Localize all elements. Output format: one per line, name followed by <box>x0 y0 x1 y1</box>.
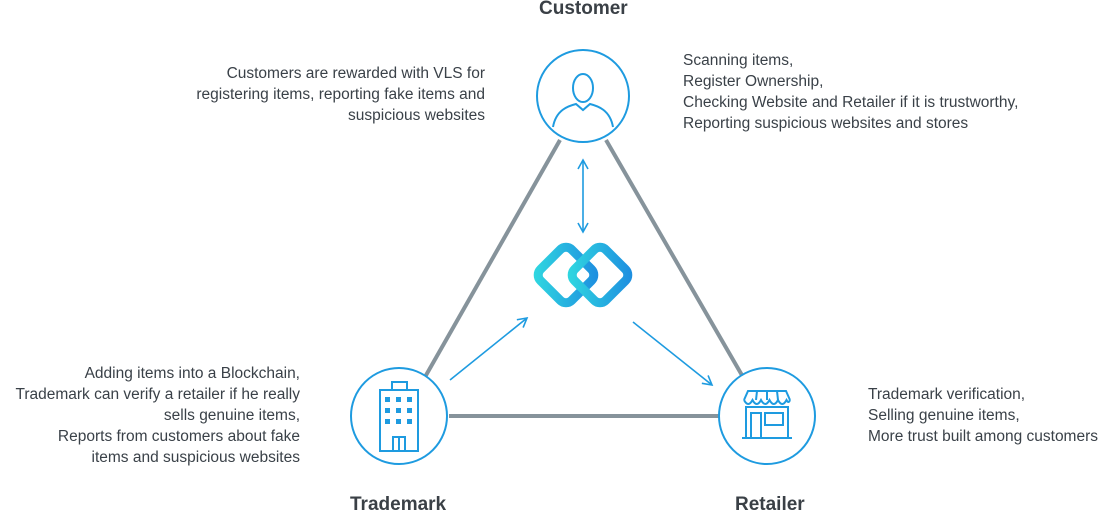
retailer-title: Retailer <box>735 494 805 515</box>
trademark-title: Trademark <box>350 494 447 515</box>
customer-action-line: Checking Website and Retailer if it is t… <box>683 94 1019 111</box>
trademark-description: Adding items into a Blockchain, Trademar… <box>15 363 300 468</box>
customer-action-line: Reporting suspicious websites and stores <box>683 115 969 132</box>
retailer-line: More trust built among customers <box>868 428 1099 445</box>
arrow-trademark-blockchain <box>449 316 529 381</box>
trademark-line: Trademark can verify a retailer if he re… <box>15 386 300 403</box>
retailer-line: Selling genuine items, <box>868 407 1020 424</box>
retailer-description: Trademark verification, Selling genuine … <box>868 384 1098 447</box>
arrow-blockchain-retailer <box>632 321 714 387</box>
customer-node <box>536 49 630 143</box>
trademark-line: items and suspicious websites <box>91 449 301 466</box>
customer-benefit-line: suspicious websites <box>348 107 485 124</box>
customer-benefit-text: Customers are rewarded with VLS for regi… <box>196 63 485 126</box>
customer-action-line: Scanning items, <box>683 52 794 69</box>
customer-action-line: Register Ownership, <box>683 73 824 90</box>
storefront-icon <box>742 390 792 439</box>
trademark-line: Reports from customers about fake <box>57 428 300 445</box>
trademark-line: Adding items into a Blockchain, <box>84 365 300 382</box>
trademark-line: sells genuine items, <box>163 407 300 424</box>
customer-title: Customer <box>539 0 628 19</box>
blockchain-link-icon <box>533 242 633 308</box>
edge-customer-trademark <box>423 139 562 378</box>
person-icon <box>552 73 614 128</box>
customer-benefit-line: Customers are rewarded with VLS for <box>226 65 485 82</box>
office-building-icon <box>379 381 419 452</box>
retailer-line: Trademark verification, <box>868 386 1026 403</box>
edge-customer-retailer <box>604 138 745 379</box>
customer-benefit-line: registering items, reporting fake items … <box>196 86 485 103</box>
customer-actions-text: Scanning items, Register Ownership, Chec… <box>683 50 1018 134</box>
trademark-node <box>350 367 448 465</box>
retailer-node <box>718 367 816 465</box>
